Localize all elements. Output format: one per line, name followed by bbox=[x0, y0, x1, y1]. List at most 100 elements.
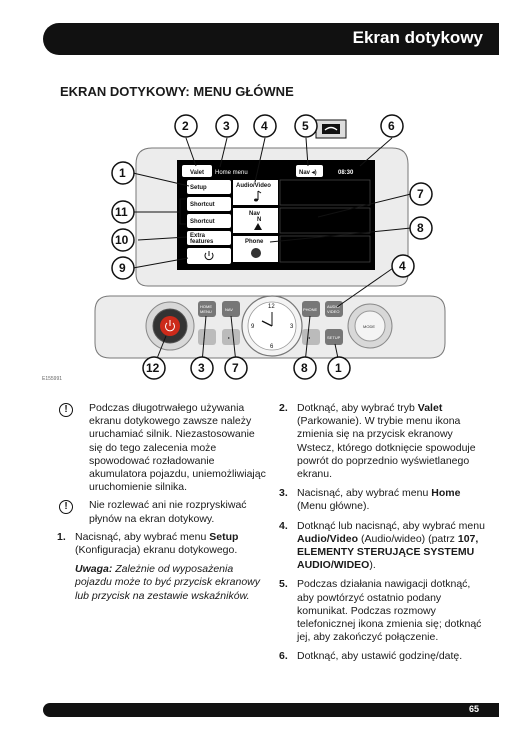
page-header-title: Ekran dotykowy bbox=[352, 28, 483, 47]
clock-6: 6 bbox=[270, 344, 274, 350]
section-title: EKRAN DOTYKOWY: MENU GŁÓWNE bbox=[60, 84, 294, 99]
mode-knob[interactable] bbox=[354, 310, 386, 342]
compass-icon bbox=[254, 223, 262, 230]
clock-3: 3 bbox=[290, 324, 294, 330]
valet-label: Valet bbox=[190, 170, 204, 176]
callout-8-bottom bbox=[293, 356, 317, 380]
callout-4-right-num: 4 bbox=[399, 259, 406, 273]
av-btn-label-2: VIDEO bbox=[327, 309, 339, 314]
item-text: (Audio/wideo) (patrz bbox=[358, 532, 458, 545]
callout-7-bottom bbox=[224, 356, 248, 380]
prev-hard-button[interactable] bbox=[198, 329, 216, 345]
nav-mute-button[interactable] bbox=[296, 165, 323, 177]
empty-tile-3 bbox=[279, 235, 371, 263]
music-note-icon bbox=[254, 190, 262, 202]
item-text: (Menu główne). bbox=[297, 500, 370, 513]
phone-tile-label: Phone bbox=[245, 239, 264, 245]
callout-7-right-num: 7 bbox=[417, 187, 424, 201]
valet-button[interactable] bbox=[182, 165, 212, 177]
setup-hard-button[interactable] bbox=[325, 329, 343, 345]
home-menu-hard-button[interactable] bbox=[198, 301, 216, 317]
note-text: Zależnie od wyposażenia pojazdu może to … bbox=[75, 563, 260, 602]
phone-hard-button[interactable] bbox=[302, 301, 320, 317]
shortcut-button-1[interactable] bbox=[187, 197, 231, 211]
next-hard-button[interactable] bbox=[222, 329, 240, 345]
callout-7-bottom-num: 7 bbox=[232, 361, 239, 375]
extra-features-label-1: Extra bbox=[190, 233, 206, 239]
shortcut-button-2[interactable] bbox=[187, 214, 231, 228]
left-column: ! Podczas długotrwałego używania ekranu … bbox=[57, 402, 269, 603]
callout-12-bottom-num: 12 bbox=[146, 361, 160, 375]
home-btn-label-2: MENU bbox=[200, 309, 212, 314]
setup-btn-label: SETUP bbox=[327, 335, 341, 340]
skip-back-icon: ◂ bbox=[308, 335, 310, 340]
hang-up-icon-bg bbox=[322, 124, 340, 134]
clock-display[interactable]: 08:30 bbox=[338, 170, 354, 176]
skip-back-hard-button[interactable] bbox=[302, 329, 320, 345]
nav-hard-button[interactable] bbox=[222, 301, 240, 317]
callout-8-bottom-num: 8 bbox=[301, 361, 308, 375]
hang-up-icon bbox=[324, 126, 338, 131]
callout-3 bbox=[215, 114, 239, 138]
callout-10 bbox=[111, 228, 135, 252]
callout-9-num: 9 bbox=[119, 261, 126, 275]
warning-icon: ! bbox=[59, 500, 73, 515]
item-text: (Parkowanie). W trybie menu ikona zmieni… bbox=[297, 415, 476, 481]
item-number: 2. bbox=[279, 402, 288, 414]
item-text: Dotknąć lub nacisnąć, aby wybrać menu bbox=[297, 519, 485, 532]
phone-btn-label: PHONE bbox=[303, 307, 318, 312]
clock-hour-hand bbox=[261, 320, 273, 327]
item-number: 3. bbox=[279, 487, 288, 500]
item-number: 5. bbox=[279, 578, 288, 591]
setup-button[interactable] bbox=[187, 180, 231, 194]
list-item-1: 1. Nacisnąć, aby wybrać menu Setup (Konf… bbox=[57, 531, 269, 557]
callout-1-bottom-num: 1 bbox=[335, 361, 342, 375]
extra-features-label-2: features bbox=[190, 239, 214, 245]
item-bold: Audio/Video bbox=[297, 532, 359, 545]
item-text: Nacisnąć, aby wybrać menu bbox=[297, 487, 432, 500]
item-number: 4. bbox=[279, 519, 288, 532]
note: Uwaga: Zależnie od wyposażenia pojazdu m… bbox=[57, 563, 269, 603]
callout-9 bbox=[111, 256, 135, 280]
figure-id: E155991 bbox=[42, 376, 62, 382]
home-menu-label: Home menu bbox=[215, 170, 248, 176]
callout-10-num: 10 bbox=[115, 233, 129, 247]
callout-8-right bbox=[409, 216, 433, 240]
note-label: Uwaga: bbox=[75, 563, 113, 576]
page-number: 65 bbox=[468, 704, 479, 714]
power-knob-icon bbox=[165, 320, 175, 332]
touchscreen-diagram: Valet Home menu Nav ◂) 08:30 Setup Short… bbox=[42, 114, 446, 382]
callout-4-num: 4 bbox=[261, 119, 268, 133]
home-btn-label-1: HOME bbox=[200, 304, 212, 309]
audio-video-hard-button[interactable] bbox=[325, 301, 343, 317]
callout-1 bbox=[111, 161, 135, 185]
av-btn-label-1: AUDIO bbox=[327, 304, 340, 309]
phone-icon bbox=[251, 248, 261, 258]
callout-4 bbox=[253, 114, 277, 138]
item-bold: Home bbox=[431, 487, 461, 500]
item-bold: Setup bbox=[209, 530, 239, 543]
item-text: ). bbox=[369, 559, 376, 572]
list-item-2: 2. Dotknąć, aby wybrać tryb Valet (Parko… bbox=[279, 402, 487, 481]
audio-video-tile-label: Audio/Video bbox=[236, 183, 271, 189]
callout-5 bbox=[294, 114, 318, 138]
callout-3-bottom bbox=[190, 356, 214, 380]
nav-btn-label: NAV bbox=[225, 307, 233, 312]
extra-features-button[interactable] bbox=[187, 231, 231, 245]
callout-1-num: 1 bbox=[119, 166, 126, 180]
compass-n-label: N bbox=[257, 217, 261, 223]
item-text: Nacisnąć, aby wybrać menu bbox=[75, 530, 210, 543]
list-item-6: 6. Dotknąć, aby ustawić godzinę/datę. bbox=[279, 650, 487, 663]
callout-11-num: 11 bbox=[115, 205, 128, 219]
power-icon bbox=[204, 251, 214, 261]
item-text: Dotknąć, aby wybrać tryb bbox=[297, 402, 418, 414]
list-item-5: 5. Podczas działania nawigacji dotknąć, … bbox=[279, 578, 487, 644]
footer-bar: 65 bbox=[43, 703, 499, 717]
list-item-3: 3. Nacisnąć, aby wybrać menu Home (Menu … bbox=[279, 487, 487, 513]
header-bar: Ekran dotykowy bbox=[43, 23, 499, 55]
callout-2-num: 2 bbox=[182, 119, 189, 133]
skip-icon: ▸ bbox=[228, 335, 230, 340]
callout-1-bottom bbox=[327, 356, 351, 380]
empty-tile-1 bbox=[279, 179, 371, 206]
callout-5-num: 5 bbox=[302, 119, 309, 133]
